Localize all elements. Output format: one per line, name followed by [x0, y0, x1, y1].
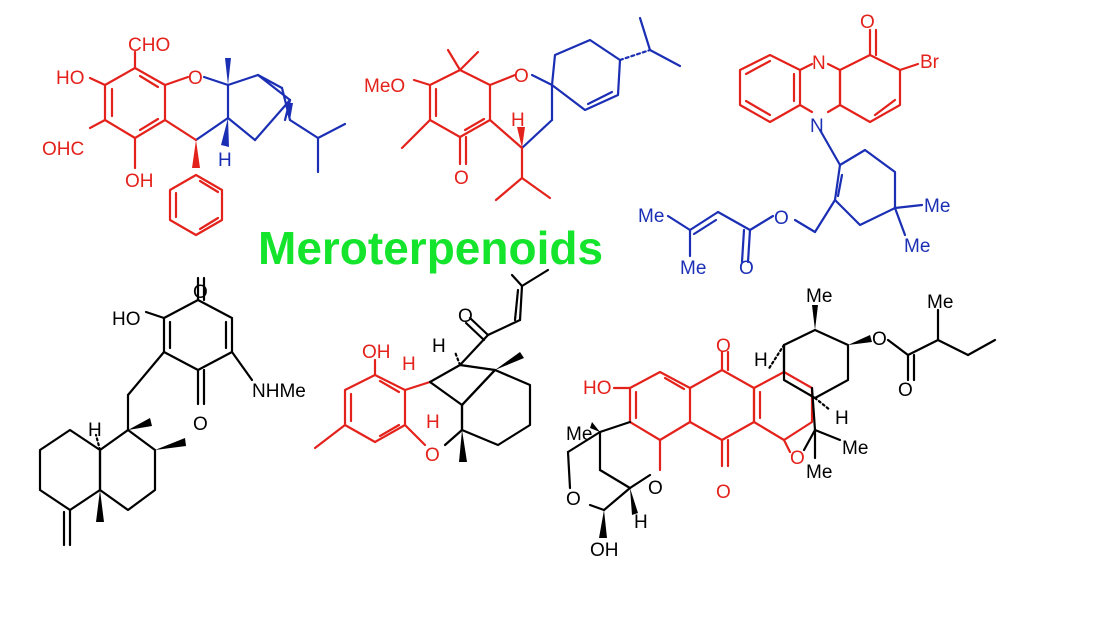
molecule-6-ho-label: HO: [583, 378, 612, 399]
molecule-5-oh-label: OH: [362, 342, 391, 363]
molecule-6-me-left-label: Me: [566, 424, 592, 445]
molecule-4-o-bottom-label: O: [193, 414, 208, 435]
figure-title: Meroterpenoids: [258, 222, 603, 274]
molecule-1-structure: [88, 50, 347, 237]
molecule-5-structure: [313, 268, 550, 462]
molecule-3-o-label: O: [860, 12, 875, 33]
molecule-3-me-right-label: Me: [924, 196, 950, 217]
molecule-2-structure: [400, 16, 682, 202]
molecule-6-furan-o-label: O: [648, 478, 663, 499]
molecule-4-ho-label: HO: [112, 309, 141, 330]
molecule-3-br-label: Br: [920, 52, 940, 73]
molecule-3-me-right2-label: Me: [904, 236, 930, 257]
molecule-6-h-top-label: H: [754, 350, 768, 371]
molecule-5-ketone-o-label: O: [458, 306, 473, 327]
molecule-1-h-label: H: [218, 150, 232, 171]
molecule-1-ohc-label: OHC: [42, 139, 84, 160]
molecule-4-h-label: H: [88, 420, 102, 441]
molecule-5-ring-o-label: O: [425, 445, 440, 466]
molecule-1-ho-label: HO: [56, 68, 85, 89]
molecule-6-me-ester-label: Me: [927, 292, 953, 313]
molecule-6-quinone-o-bottom-label: O: [716, 482, 731, 503]
molecule-1-ring-o-label: O: [188, 68, 203, 89]
molecule-1-oh-label: OH: [125, 171, 154, 192]
molecule-3-n-bottom-label: N: [810, 116, 824, 137]
molecule-3-ester-o-label: O: [774, 208, 789, 229]
molecule-1-cho-label: CHO: [128, 35, 170, 56]
molecule-6-structure: [566, 305, 997, 538]
molecule-2-ketone-o-label: O: [454, 168, 469, 189]
molecule-6-h-right-label: H: [835, 408, 849, 429]
molecule-6-carbonyl-o-label: O: [898, 380, 913, 401]
molecule-4-structure: [38, 276, 254, 547]
molecule-4-nhme-label: NHMe: [252, 381, 306, 402]
molecule-6-ester-o-label: O: [872, 329, 887, 350]
molecule-3-carbonyl-o-label: O: [739, 258, 754, 279]
molecule-6-h-bottom-label: H: [634, 512, 648, 533]
molecule-6-me-right2-label: Me: [806, 462, 832, 483]
molecule-6-quinone-o-top-label: O: [716, 336, 731, 357]
molecule-6-lactol-o-label: O: [566, 489, 581, 510]
molecule-2-meo-label: MeO: [364, 76, 405, 97]
molecule-3-me-left-label: Me: [638, 206, 664, 227]
molecule-2-ring-o-label: O: [514, 66, 529, 87]
molecule-5-h-low-label: H: [426, 412, 440, 433]
molecule-5-h-mid-label: H: [402, 354, 416, 375]
molecule-6-oh-label: OH: [590, 540, 619, 561]
molecule-4-o-top-label: O: [193, 282, 208, 303]
molecule-6-me-top-label: Me: [806, 286, 832, 307]
molecule-5-h-top-label: H: [432, 336, 446, 357]
molecule-3-n-top-label: N: [812, 53, 826, 74]
molecule-3-structure: [666, 28, 924, 264]
molecule-3-me-lower-label: Me: [680, 258, 706, 279]
molecule-6-ring-o-label: O: [790, 448, 805, 469]
molecule-6-me-right-label: Me: [842, 438, 868, 459]
molecule-2-h-label: H: [511, 110, 525, 131]
